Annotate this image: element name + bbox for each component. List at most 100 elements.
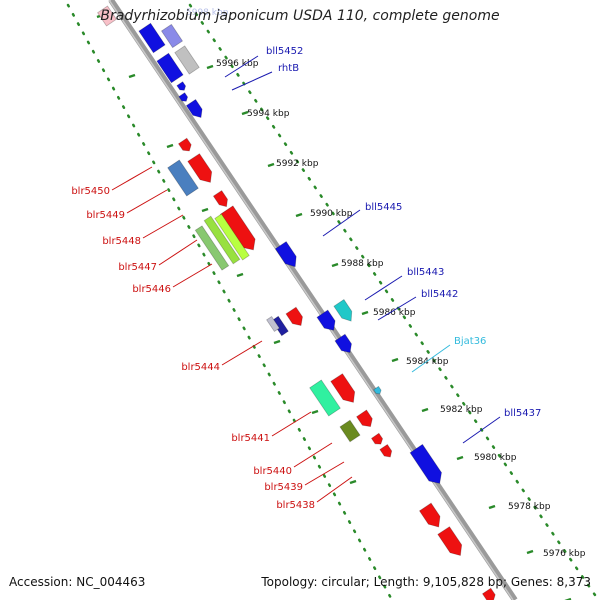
- gene-leader-line: [126, 189, 168, 214]
- gene-bll5450-rev-glyph[interactable]: [185, 98, 203, 119]
- gene-blr5435-glyph[interactable]: [481, 587, 496, 602]
- gene-leader-line: [411, 344, 451, 373]
- gene-label-blr5438[interactable]: blr5438: [276, 500, 315, 511]
- gene-top-faded-glyph[interactable]: [97, 5, 117, 27]
- gene-bll5452-glyph-b[interactable]: [160, 23, 184, 49]
- track-tick: [421, 407, 429, 413]
- track-tick: [267, 162, 275, 168]
- gene-leader-line: [231, 71, 273, 91]
- gene-blr5444a-glyph[interactable]: [271, 315, 289, 337]
- gene-bll5442-glyph[interactable]: [333, 298, 353, 322]
- gene-blr5441b-glyph[interactable]: [330, 373, 356, 403]
- gene-label-blr5446[interactable]: blr5446: [132, 284, 171, 295]
- gene-blr5440-glyph[interactable]: [339, 419, 361, 443]
- track-tick: [331, 262, 339, 268]
- accession-text: Accession: NC_004463: [9, 575, 146, 589]
- gene-label-bll5442[interactable]: bll5442: [421, 289, 458, 300]
- gene-bll5441-rev-glyph[interactable]: [334, 333, 352, 353]
- gene-blr5449-glyph[interactable]: [187, 153, 213, 183]
- gene-label-blr5449[interactable]: blr5449: [86, 210, 125, 221]
- gene-blr5446b-glyph[interactable]: [214, 213, 250, 261]
- genome-title: Bradyrhizobium japonicum USDA 110, compl…: [100, 8, 500, 24]
- gene-leader-line: [111, 166, 153, 191]
- track-tick: [206, 64, 214, 70]
- track-tick: [241, 110, 249, 116]
- gene-label-blr5439[interactable]: blr5439: [264, 482, 303, 493]
- gene-bll5452-glyph[interactable]: [138, 22, 166, 54]
- gene-label-blr5447[interactable]: blr5447: [118, 262, 157, 273]
- ruler-tick-label: 5976 kbp: [543, 549, 586, 559]
- track-tick: [456, 455, 464, 461]
- gene-label-blr5444[interactable]: blr5444: [181, 362, 220, 373]
- gene-bjat36-glyph[interactable]: [373, 385, 382, 395]
- track-tick: [166, 143, 174, 149]
- track-tick: [361, 310, 369, 316]
- gene-label-bll5452[interactable]: bll5452: [266, 46, 303, 57]
- gene-small-glyph-b[interactable]: [178, 92, 189, 102]
- gene-blr5444b-glyph[interactable]: [266, 315, 280, 333]
- ruler-tick-label: 5982 kbp: [440, 405, 483, 415]
- right-dotted-track: [188, 3, 597, 597]
- gene-blr5441-glyph[interactable]: [309, 379, 341, 417]
- gene-label-blr5448[interactable]: blr5448: [102, 236, 141, 247]
- topology-text: Topology: circular; Length: 9,105,828 bp…: [261, 575, 591, 589]
- gene-leader-line: [462, 416, 501, 444]
- gene-leader-line: [316, 476, 353, 503]
- gene-label-bll5437[interactable]: bll5437: [504, 408, 541, 419]
- gene-blr5436-glyph[interactable]: [437, 526, 463, 557]
- track-tick: [488, 504, 496, 510]
- ruler-tick-label: 5994 kbp: [247, 109, 290, 119]
- gene-blr5439-glyph[interactable]: [370, 432, 384, 445]
- gene-leader-line: [224, 55, 259, 78]
- track-tick: [311, 409, 319, 415]
- track-tick: [201, 207, 209, 213]
- gene-small-glyph[interactable]: [176, 81, 187, 91]
- ruler-tick-label-faded: 5998 kbp: [186, 8, 229, 18]
- gene-label-blr5440[interactable]: blr5440: [253, 466, 292, 477]
- genome-backbone-highlight: [108, 0, 514, 601]
- ruler-tick-label: 5980 kbp: [474, 453, 517, 463]
- ruler-tick-label: 5986 kbp: [373, 308, 416, 318]
- gene-label-bll5445[interactable]: bll5445: [365, 202, 402, 213]
- track-tick: [391, 357, 399, 363]
- gene-blr5447-glyph[interactable]: [203, 215, 241, 265]
- gene-blr5438-glyph[interactable]: [379, 443, 393, 458]
- gene-leader-line: [364, 275, 403, 301]
- track-tick: [236, 272, 244, 278]
- gene-blr5440b-glyph[interactable]: [356, 409, 373, 428]
- genome-backbone: [108, 0, 518, 602]
- track-tick: [128, 73, 136, 79]
- gene-bll5445-glyph[interactable]: [274, 241, 297, 268]
- gene-blr5451-glyph[interactable]: [177, 137, 192, 152]
- gene-bll5451-glyph[interactable]: [174, 45, 200, 75]
- gene-blr5437-glyph[interactable]: [418, 502, 441, 528]
- gene-leader-line: [221, 340, 263, 366]
- gene-leader-line: [377, 296, 417, 321]
- gene-leader-line: [271, 411, 312, 437]
- ruler-tick-label: 5992 kbp: [276, 159, 319, 169]
- gene-leader-line: [322, 209, 361, 237]
- gene-leader-line: [158, 239, 198, 266]
- gene-bll5437-glyph[interactable]: [409, 443, 442, 484]
- track-tick: [526, 549, 534, 555]
- gene-bll5443-glyph[interactable]: [316, 309, 336, 331]
- gene-blr5448a-glyph[interactable]: [212, 190, 228, 208]
- gene-rhtb-glyph[interactable]: [156, 52, 184, 84]
- gene-label-rhtb[interactable]: rhtB: [278, 63, 299, 74]
- gene-label-blr5441[interactable]: blr5441: [231, 433, 270, 444]
- gene-blr5448-glyph[interactable]: [219, 205, 256, 251]
- gene-leader-line: [172, 263, 213, 288]
- left-dotted-track: [66, 3, 394, 602]
- gene-blr5450-glyph[interactable]: [167, 159, 199, 197]
- gene-label-bll5443[interactable]: bll5443: [407, 267, 444, 278]
- ruler-tick-label: 5996 kbp: [216, 59, 259, 69]
- track-tick: [295, 212, 303, 218]
- gene-label-bjat36[interactable]: Bjat36: [454, 336, 486, 347]
- gene-blr5446-glyph[interactable]: [194, 225, 230, 271]
- ruler-tick-label: 5984 kbp: [406, 357, 449, 367]
- gene-label-blr5450[interactable]: blr5450: [71, 186, 110, 197]
- gene-leader-line: [293, 442, 333, 468]
- gene-blr5444-glyph[interactable]: [285, 306, 303, 326]
